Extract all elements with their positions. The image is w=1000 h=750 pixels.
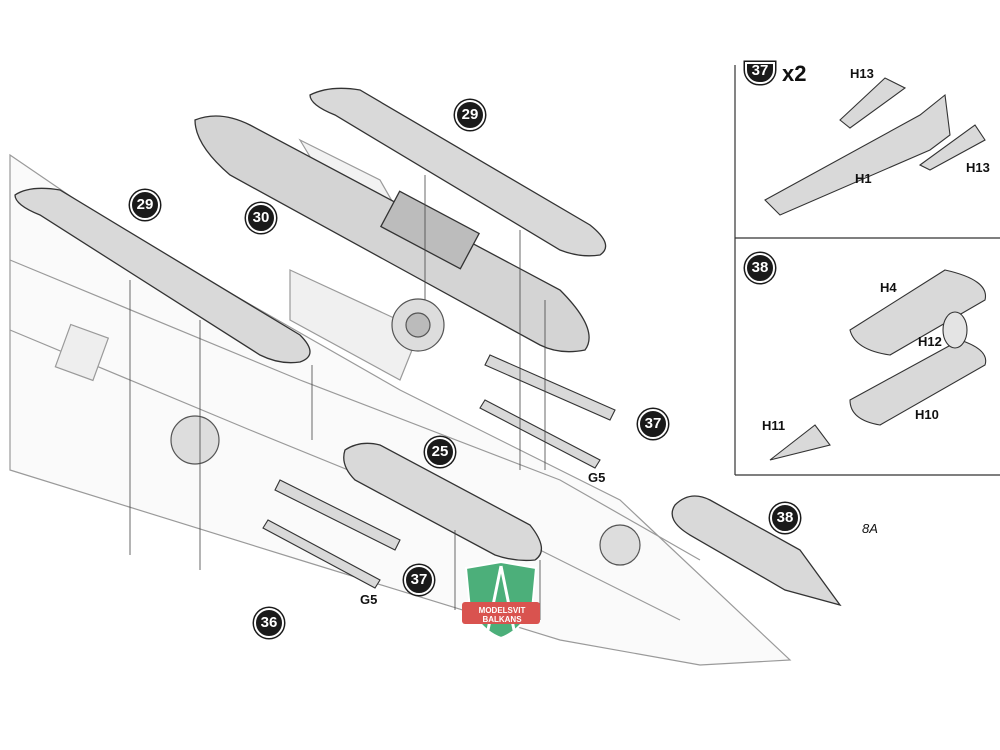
part-h1: H1 bbox=[855, 171, 872, 186]
pod-38 bbox=[671, 495, 842, 607]
step-37-left-badge: 37 bbox=[404, 565, 434, 595]
part-h13-right: H13 bbox=[966, 160, 990, 175]
pod-parts-h4-h10 bbox=[769, 269, 987, 461]
missile-h1 bbox=[764, 77, 986, 216]
step-36-badge: 36 bbox=[254, 608, 284, 638]
drop-tank-29-left bbox=[14, 187, 311, 364]
step-30-badge: 30 bbox=[246, 203, 276, 233]
part-h10: H10 bbox=[915, 407, 939, 422]
drop-tank-29-right bbox=[309, 87, 607, 257]
part-h11: H11 bbox=[762, 418, 786, 433]
step-25-badge: 25 bbox=[425, 437, 455, 467]
quantity-label: x2 bbox=[782, 61, 807, 86]
inset-panel-frame bbox=[734, 65, 1000, 476]
detail-reference: 8A bbox=[862, 521, 878, 536]
missile-37-left bbox=[262, 479, 401, 589]
step-29-right-badge: 29 bbox=[455, 100, 485, 130]
modelsvit-balkans-logo bbox=[462, 560, 540, 640]
step-37-inset-badge: 37 bbox=[745, 62, 775, 84]
step-37-right-badge: 37 bbox=[638, 409, 668, 439]
belly-pod-25 bbox=[343, 442, 542, 562]
assembly-guide-lines bbox=[129, 175, 546, 620]
recon-pod-30 bbox=[194, 115, 590, 353]
part-g5-right: G5 bbox=[588, 470, 606, 485]
part-g5-left: G5 bbox=[360, 592, 378, 607]
part-h13-top: H13 bbox=[850, 66, 874, 81]
logo-line-1: MODELSVIT bbox=[478, 606, 526, 615]
step-38-main-badge: 38 bbox=[770, 503, 800, 533]
step-38-inset-badge: 38 bbox=[745, 253, 775, 283]
part-h12: H12 bbox=[918, 334, 942, 349]
part-h4: H4 bbox=[880, 280, 897, 295]
logo-text: MODELSVIT BALKANS bbox=[462, 606, 542, 624]
step-29-left-badge: 29 bbox=[130, 190, 160, 220]
missile-37-right bbox=[479, 354, 616, 469]
logo-line-2: BALKANS bbox=[482, 615, 522, 624]
